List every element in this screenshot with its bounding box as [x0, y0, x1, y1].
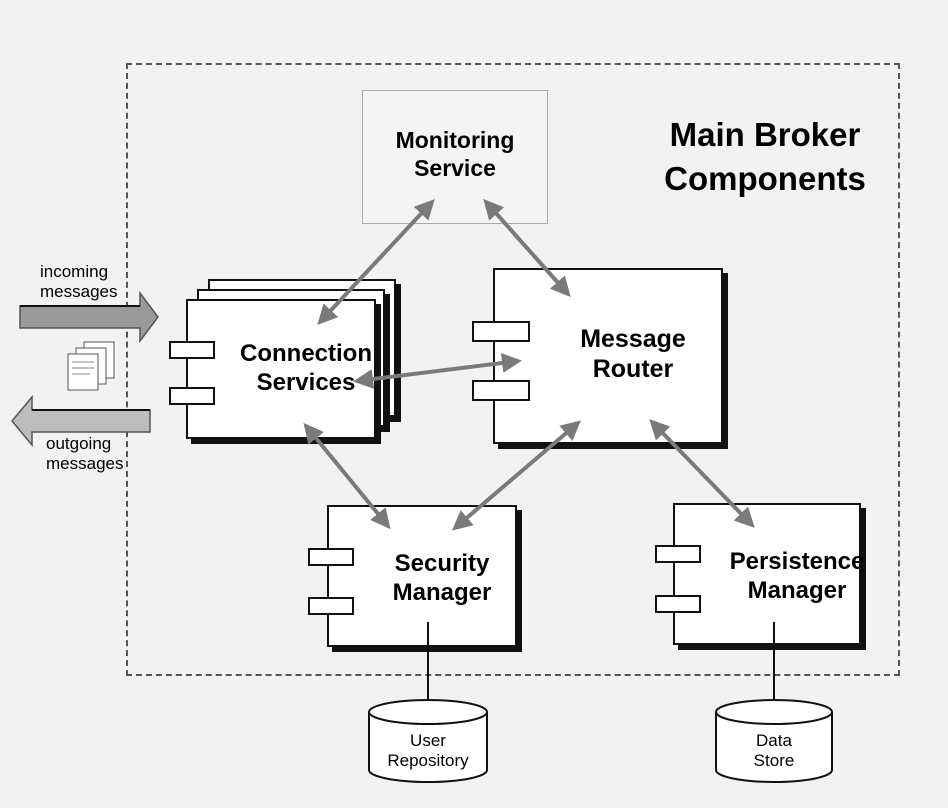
data-store-label: Data Store [716, 731, 832, 772]
persistence-manager-label: Persistence Manager [712, 548, 882, 606]
router-line-1: Message [580, 325, 686, 353]
user-repo-line-2: Repository [387, 751, 469, 771]
outgoing-line-1: outgoing [46, 434, 112, 453]
security-manager-port-bottom [308, 597, 354, 615]
title-line-1: Main Broker [669, 116, 861, 153]
monitoring-line-1: Monitoring [395, 127, 515, 153]
incoming-arrow-icon [19, 290, 159, 344]
connection-line-2: Services [256, 368, 356, 396]
message-router-label: Message Router [540, 324, 726, 384]
data-store-line-1: Data [756, 731, 792, 750]
incoming-line-1: incoming [40, 262, 109, 281]
router-line-2: Router [592, 355, 674, 383]
message-router-port-top [472, 321, 530, 342]
outgoing-arrow-icon [11, 394, 151, 448]
incoming-messages-label: incoming messages [40, 262, 150, 303]
persistence-manager-port-top [655, 545, 701, 563]
persistence-line-1: Persistence [729, 548, 865, 575]
title-line-2: Components [664, 159, 866, 197]
data-store-line-2: Store [753, 751, 795, 771]
arrow-monitoring-router [483, 199, 571, 297]
connection-line-1: Connection [240, 340, 372, 367]
arrow-router-persistence [649, 419, 755, 528]
persistence-manager-port-bottom [655, 595, 701, 613]
connection-services-port-bottom [169, 387, 215, 405]
user-repo-line-1: User [410, 731, 446, 750]
monitoring-line-2: Service [414, 154, 496, 181]
outgoing-messages-label: outgoing messages [46, 434, 156, 475]
connection-services-label: Connection Services [216, 340, 396, 398]
diagram-title: Main Broker Components [640, 113, 890, 201]
data-store-cylinder [715, 699, 833, 783]
monitoring-service-label: Monitoring Service [362, 127, 548, 182]
arrow-connection-router [353, 353, 522, 389]
outgoing-line-2: messages [46, 454, 124, 474]
security-manager-port-top [308, 548, 354, 566]
security-manager-label: Security Manager [362, 550, 522, 608]
message-documents-icon [67, 341, 115, 391]
arrow-connection-security [303, 422, 391, 530]
persistence-line-2: Manager [747, 576, 847, 604]
arrow-router-security [451, 420, 582, 531]
broker-boundary [126, 63, 900, 676]
arrow-monitoring-connection [317, 199, 435, 325]
security-line-2: Manager [392, 578, 492, 606]
security-line-1: Security [394, 550, 490, 577]
incoming-line-2: messages [40, 282, 118, 302]
connection-services-port-top [169, 341, 215, 359]
user-repository-label: User Repository [369, 731, 487, 772]
user-repository-cylinder [368, 699, 488, 783]
